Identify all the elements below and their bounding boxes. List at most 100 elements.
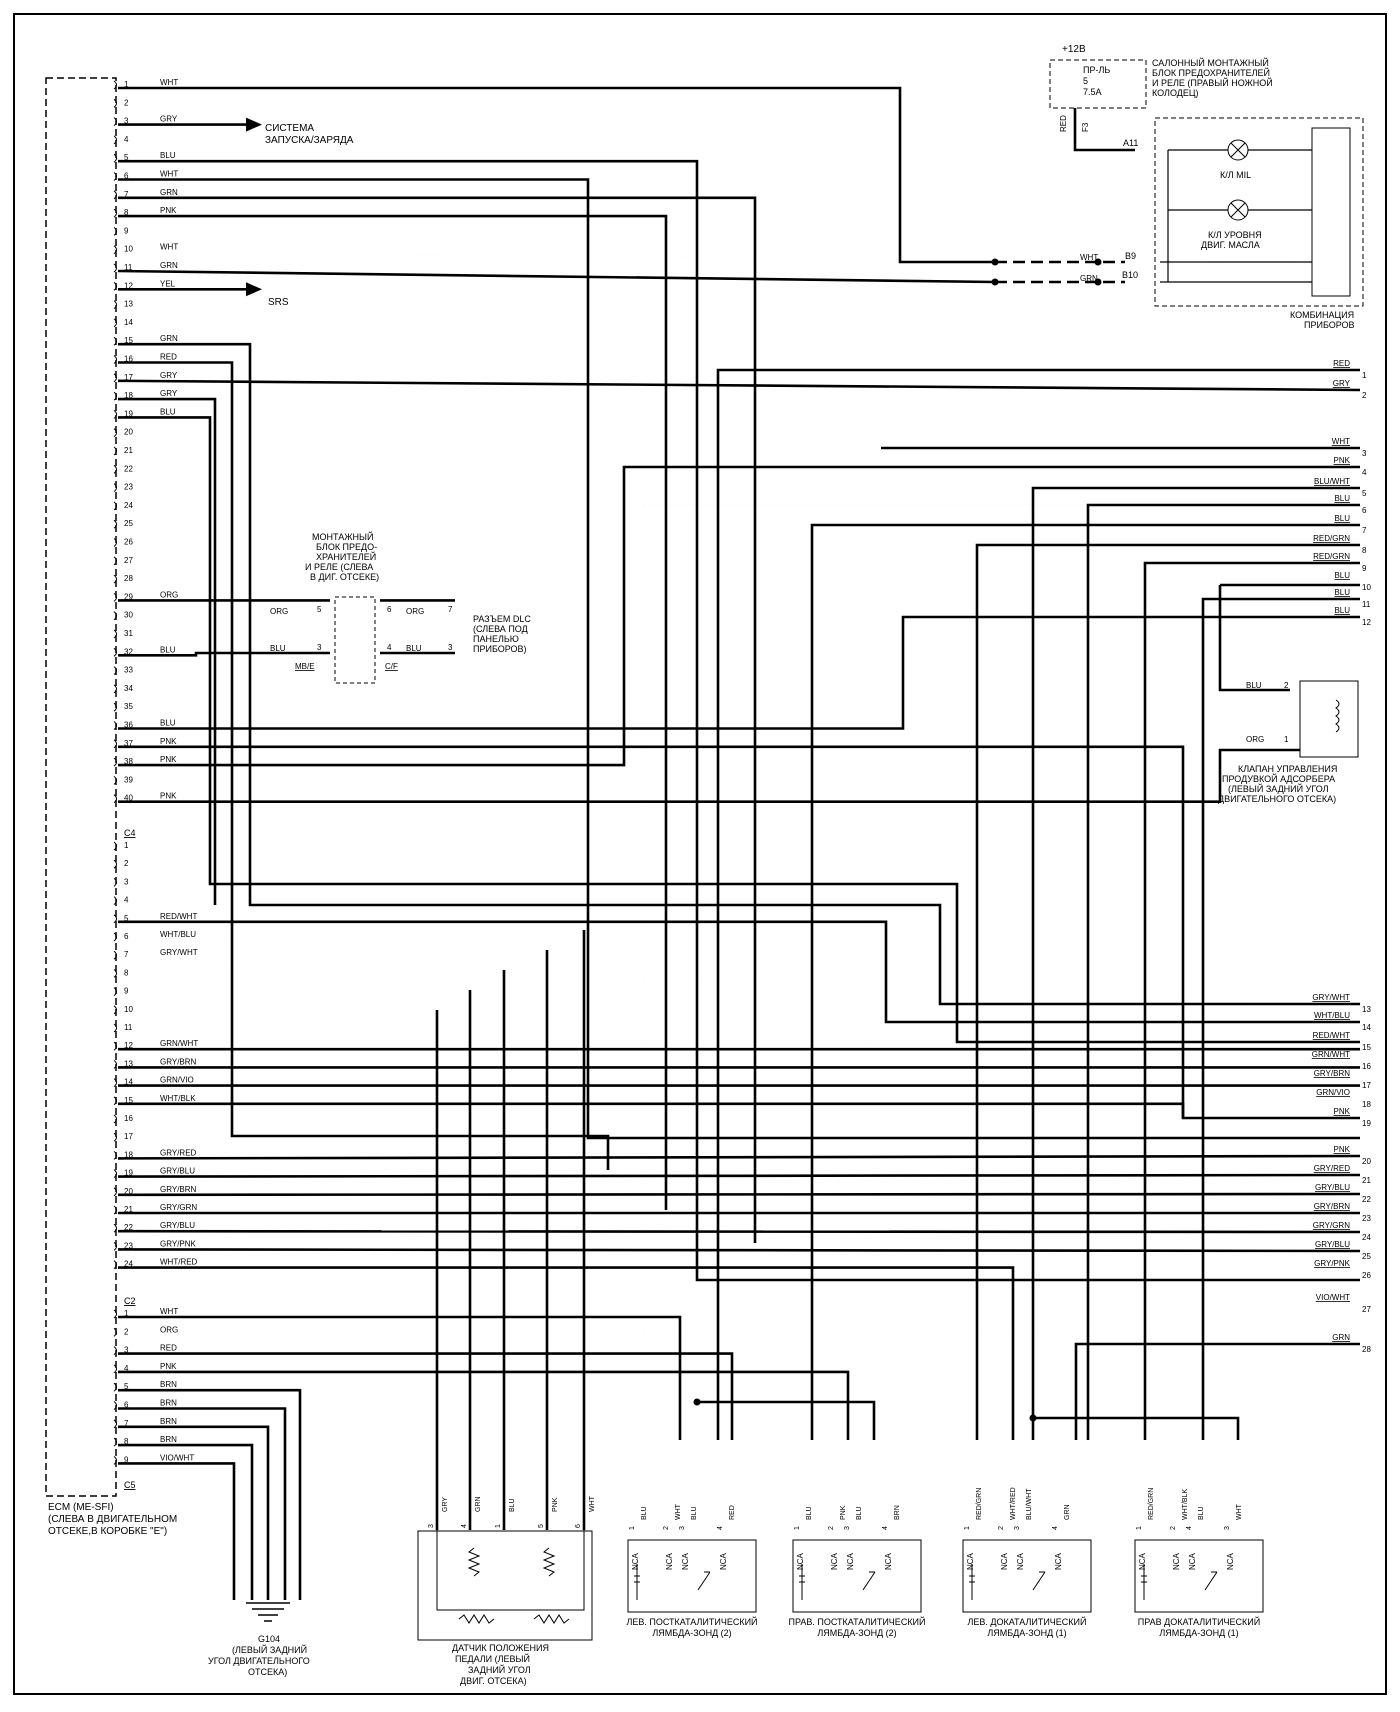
right-harness: RED1GRY2WHT3PNK4BLU/WHT5BLU6BLU7RED/GRN8… <box>1312 359 1372 1354</box>
pin-number: 19 <box>124 1169 133 1178</box>
pin-connector-icon <box>113 1327 117 1337</box>
lambda-pin: 3 <box>1014 1526 1021 1530</box>
pin-number: 22 <box>124 464 133 473</box>
pedal-sensor-title: ПЕДАЛИ (ЛЕВЫЙ <box>455 1653 530 1664</box>
pin-wire-color: GRY/BLU <box>160 1167 195 1176</box>
pin-connector-icon <box>113 1419 117 1429</box>
pin-number: 34 <box>124 684 133 693</box>
nca-label: NCA <box>884 1552 893 1570</box>
pin-connector-icon <box>113 190 117 200</box>
purge-valve-title: ПРОДУВКОЙ АДСОРБЕРА <box>1222 773 1335 784</box>
harness-pin-number: 27 <box>1362 1305 1371 1314</box>
pin-connector-icon <box>113 538 117 547</box>
lambda-pin: 1 <box>1136 1526 1143 1530</box>
dlc-label: РАЗЪЕМ DLC <box>473 614 531 624</box>
pin-connector-icon <box>113 556 117 566</box>
harness-wire-color: RED/WHT <box>1313 1031 1350 1040</box>
harness-pin-number: 3 <box>1362 449 1367 458</box>
pin-wire-color: PNK <box>160 206 177 215</box>
junction-pin: 3 <box>317 643 322 652</box>
pin-connector-icon <box>113 666 117 675</box>
junction-wire: ORG <box>270 607 288 616</box>
pin-number: 38 <box>124 757 133 766</box>
oil-lamp-label: К/Л УРОВНЯ <box>1208 230 1262 240</box>
pin-connector-icon <box>113 987 117 996</box>
pin-number: 15 <box>124 336 133 345</box>
lambda-wire-color: BLU <box>641 1506 648 1520</box>
pin-connector-icon <box>113 950 117 960</box>
lambda-sensor-title: ЛЯМБДА-ЗОНД (1) <box>1159 1628 1238 1638</box>
pin-number: 6 <box>124 172 129 181</box>
lambda-wire-color: WHT/RED <box>1010 1487 1017 1520</box>
nca-label: NCA <box>719 1552 728 1570</box>
junction-block-title: МОНТАЖНЫЙ <box>312 531 373 542</box>
pin-connector-icon <box>113 135 117 145</box>
wire <box>118 465 1360 767</box>
lambda-sensor-outline <box>962 1539 1092 1613</box>
potentiometer-icon <box>467 1547 481 1577</box>
pin-number: 9 <box>124 1455 129 1464</box>
wire <box>118 920 1360 1024</box>
pin-number: 27 <box>124 556 133 565</box>
purge-valve-title: (ЛЕВЫЙ ЗАДНИЙ УГОЛ <box>1228 783 1329 794</box>
pin-number: 3 <box>124 877 129 886</box>
oil-lamp-icon-cross <box>1230 202 1246 218</box>
harness-wire-color: GRY/PNK <box>1314 1259 1351 1268</box>
ground-id: G104 <box>258 1634 280 1644</box>
wire <box>118 86 995 264</box>
pin-wire-color: GRN <box>160 261 178 270</box>
variable-element-icon <box>1032 1571 1046 1591</box>
pin-connector-icon <box>113 647 117 657</box>
harness-pin-number: 21 <box>1362 1176 1371 1185</box>
pin-number: 39 <box>124 775 133 784</box>
ecm-note: ОТСЕКЕ,В КОРОБКЕ "E") <box>48 1526 167 1537</box>
pin-connector-icon <box>113 410 117 419</box>
lambda-pin: 3 <box>1224 1526 1231 1530</box>
srs-label: SRS <box>268 297 289 308</box>
cluster-title: КОМБИНАЦИЯ <box>1290 310 1354 320</box>
wire <box>1031 486 1360 1440</box>
wire <box>117 1248 1361 1253</box>
lambda-wire-color: BLU <box>806 1506 813 1520</box>
junction-block-outline <box>334 596 376 684</box>
pin-number: 19 <box>124 409 133 418</box>
pin-connector-icon <box>113 227 117 236</box>
wire <box>117 379 1361 392</box>
lambda-sensor-title: ЛЕВ. ПОСТКАТАЛИТИЧЕСКИЙ <box>626 1616 757 1627</box>
pin-wire-color: BLU <box>160 151 176 160</box>
lambda-pin: 4 <box>1186 1526 1193 1530</box>
pin-connector-icon <box>113 1401 117 1410</box>
purge-valve: BLU 2 ORG 1 КЛАПАН УПРАВЛЕНИЯ ПРОДУВКОЙ … <box>1218 680 1359 804</box>
pin-connector-icon <box>113 1005 117 1015</box>
harness-wire-color: BLU <box>1334 514 1350 523</box>
lambda-pin: 4 <box>882 1526 889 1530</box>
lambda-wire-color: WHT <box>675 1503 682 1520</box>
ground-g104: G104 (ЛЕВЫЙ ЗАДНИЙ УГОЛ ДВИГАТЕЛЬНОГО ОТ… <box>208 1602 310 1677</box>
pin-number: 17 <box>124 373 133 382</box>
pin-connector-icon <box>113 519 117 529</box>
pin-number: 1 <box>124 1309 129 1318</box>
junction-wire: ORG <box>406 607 424 616</box>
fuse-wire-color: RED <box>1059 115 1068 132</box>
solenoid-coil-icon <box>1335 699 1340 733</box>
lambda-pin: 2 <box>663 1526 670 1530</box>
pin-number: 6 <box>124 932 129 941</box>
wire <box>810 523 1360 1440</box>
pin-wire-color: BLU <box>160 719 176 728</box>
heater-icon <box>799 1564 805 1600</box>
pin-wire-color: BLU <box>160 407 176 416</box>
ecm-note: (СЛЕВА В ДВИГАТЕЛЬНОМ <box>48 1514 177 1525</box>
junction-block-title: БЛОК ПРЕДО- <box>316 542 377 552</box>
wire <box>1218 585 1290 692</box>
pin-wire-color: GRN/WHT <box>160 1039 198 1048</box>
wire <box>118 342 1360 1006</box>
wire <box>118 361 610 1170</box>
splice-dot <box>1094 258 1102 266</box>
nca-label: NCA <box>1054 1552 1063 1570</box>
wire <box>117 1173 1361 1178</box>
lambda-pin: 2 <box>828 1526 835 1530</box>
harness-wire-color: GRY/BRN <box>1314 1202 1351 1211</box>
harness-wire-color: GRY <box>1333 379 1351 388</box>
